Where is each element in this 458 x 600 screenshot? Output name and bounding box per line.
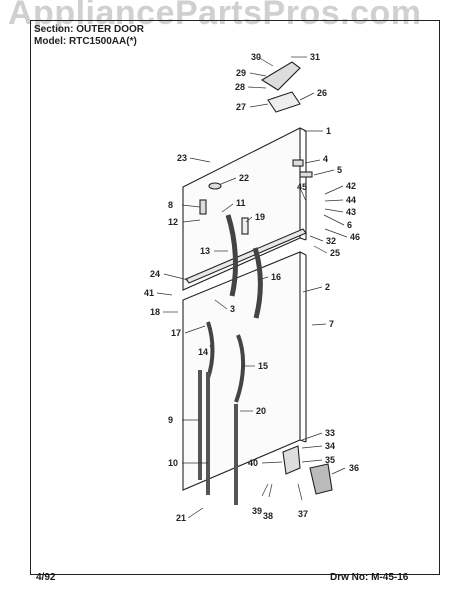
watermark: AppliancePartsPros.com — [8, 0, 422, 32]
callout-22: 22 — [239, 173, 249, 183]
callout-11: 11 — [236, 198, 246, 208]
callout-9: 9 — [168, 415, 173, 425]
lower-handle-trim — [234, 334, 246, 403]
callout-23: 23 — [177, 153, 187, 163]
callout-36: 36 — [349, 463, 359, 473]
model-value: RTC1500AA(*) — [69, 36, 137, 47]
callout-46: 46 — [350, 232, 360, 242]
callout-26: 26 — [317, 88, 327, 98]
callout-17: 17 — [171, 328, 181, 338]
section-value: OUTER DOOR — [76, 24, 145, 35]
callout-40: 40 — [248, 458, 258, 468]
callout-38: 38 — [263, 511, 273, 521]
callout-27: 27 — [236, 102, 246, 112]
callout-37: 37 — [298, 509, 308, 519]
model-prefix: Model: — [34, 36, 67, 47]
hinge-plate — [267, 91, 301, 113]
callout-21: 21 — [176, 513, 186, 523]
callout-24: 24 — [150, 269, 160, 279]
callout-29: 29 — [236, 68, 246, 78]
callout-20: 20 — [256, 406, 266, 416]
drawing-number: Drw No: M-45-16 — [330, 572, 409, 583]
callout-33: 33 — [325, 428, 335, 438]
diagram-frame — [30, 20, 440, 575]
callout-25: 25 — [330, 248, 340, 258]
callout-4: 4 — [323, 154, 328, 164]
callout-14: 14 — [198, 347, 208, 357]
callout-8: 8 — [168, 200, 173, 210]
section-line: Section: OUTER DOOR — [34, 24, 144, 35]
callout-39: 39 — [252, 506, 262, 516]
callout-12: 12 — [168, 217, 178, 227]
callout-10: 10 — [168, 458, 178, 468]
model-line: Model: RTC1500AA(*) — [34, 36, 137, 47]
callout-32: 32 — [326, 236, 336, 246]
hinge-cover — [309, 463, 333, 495]
part-22-stop — [208, 182, 222, 190]
callout-2: 2 — [325, 282, 330, 292]
callout-28: 28 — [235, 82, 245, 92]
callout-44: 44 — [346, 195, 356, 205]
callout-13: 13 — [200, 246, 210, 256]
callout-7: 7 — [329, 319, 334, 329]
callout-6: 6 — [347, 220, 352, 230]
callout-41: 41 — [144, 288, 154, 298]
section-prefix: Section: — [34, 24, 74, 35]
callout-45: 45 — [297, 182, 307, 192]
callout-18: 18 — [150, 307, 160, 317]
callout-35: 35 — [325, 455, 335, 465]
callout-19: 19 — [255, 212, 265, 222]
upper-handle-trim — [252, 247, 263, 319]
callout-15: 15 — [258, 361, 268, 371]
upper-gasket — [185, 228, 307, 284]
part-19-shim — [241, 217, 249, 235]
callout-34: 34 — [325, 441, 335, 451]
part-5-block — [299, 171, 313, 178]
callout-43: 43 — [346, 207, 356, 217]
callout-30: 30 — [251, 52, 261, 62]
top-hinge — [260, 61, 301, 91]
callout-16: 16 — [271, 272, 281, 282]
callout-3: 3 — [230, 304, 235, 314]
footer-date: 4/92 — [36, 572, 56, 583]
callout-31: 31 — [310, 52, 320, 62]
callout-42: 42 — [346, 181, 356, 191]
callout-5: 5 — [337, 165, 342, 175]
callout-1: 1 — [326, 126, 331, 136]
bottom-hinge — [282, 445, 301, 475]
upper-handle — [225, 214, 238, 297]
part-4-block — [292, 159, 304, 167]
part-8-shim — [199, 199, 207, 215]
